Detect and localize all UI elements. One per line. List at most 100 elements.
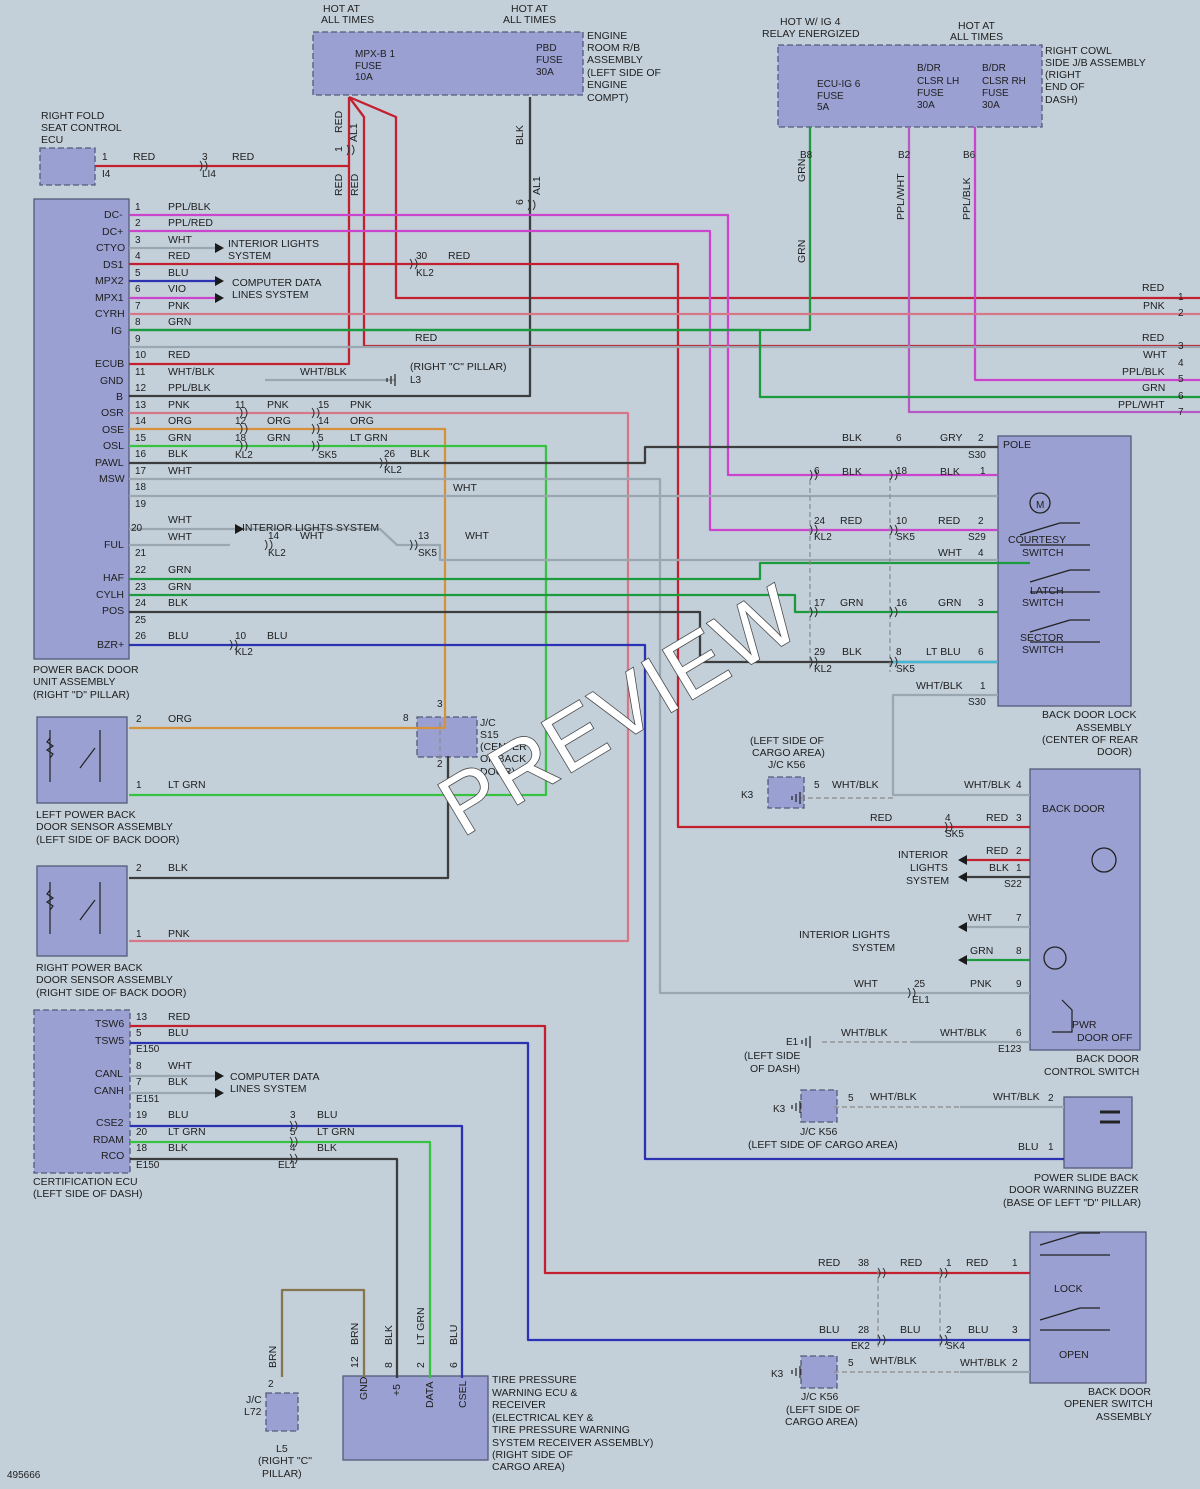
label-t87: 7 (135, 301, 141, 312)
label-t201: WHT (938, 547, 962, 559)
label-t277: WHT (968, 912, 992, 924)
connector-tick-27 (877, 1267, 886, 1279)
ground-icon-1 (791, 792, 801, 804)
label-t313: E151 (136, 1094, 160, 1105)
box-right-fold-seat-ecu (39, 147, 96, 186)
label-t188: 6 (814, 466, 820, 477)
label-t211: 16 (896, 598, 908, 609)
label-t389: CSEL (457, 1380, 469, 1408)
label-t314: COMPUTER DATA (230, 1071, 319, 1083)
label-t182: BLK (842, 432, 862, 444)
label-t47: AL1 (348, 123, 360, 142)
label-t14: ENGINE (587, 30, 627, 42)
label-t367: CARGO AREA) (785, 1416, 858, 1428)
label-t275: INTERIOR LIGHTS (799, 929, 890, 941)
box-tire-pressure-ecu (342, 1375, 489, 1461)
label-t100: 20 (131, 523, 143, 534)
label-t60: DC- (104, 209, 123, 221)
label-t111: BLU (168, 267, 188, 279)
label-t66: CYRH (95, 308, 125, 320)
label-t55: GRN (796, 240, 808, 263)
connector-tick-6 (239, 423, 248, 435)
label-t272: INTERIOR (898, 849, 949, 861)
label-t120: GRN (168, 432, 191, 444)
label-t354: 2 (946, 1325, 952, 1336)
label-t398: 495666 (7, 1470, 41, 1481)
label-t2: HOT AT (511, 3, 549, 15)
label-t132: LINES SYSTEM (232, 289, 308, 301)
label-t307: BLU (168, 1027, 188, 1039)
label-t81: 1 (135, 202, 141, 213)
label-t190: 18 (896, 466, 908, 477)
switch-icon-3 (1039, 1232, 1110, 1256)
wire-green-26 (129, 561, 1030, 581)
label-t6: HOT AT (958, 20, 996, 32)
label-t80: BZR+ (97, 639, 124, 651)
label-t105: 25 (135, 615, 147, 626)
label-t249: PNK (168, 928, 190, 940)
label-t391: WARNING ECU & (492, 1387, 577, 1399)
label-t350: BLU (819, 1324, 839, 1336)
box-power-back-door-unit (33, 198, 130, 660)
label-t373: J/C (246, 1394, 262, 1406)
label-t280: 8 (1016, 946, 1022, 957)
label-t300: CANH (94, 1085, 124, 1097)
connector-tick-18 (809, 606, 818, 618)
label-t126: GRN (168, 581, 191, 593)
wire-purple-7 (973, 127, 1200, 382)
label-t92: 12 (135, 383, 147, 394)
connector-tick-17 (889, 524, 898, 536)
label-t387: +5 (391, 1384, 403, 1396)
label-t164: SK5 (418, 548, 437, 559)
label-t24: CLSR LH (917, 76, 959, 87)
label-t8: MPX-B 1 (355, 49, 395, 60)
label-t267: RED (986, 845, 1009, 857)
label-t98: 18 (135, 482, 147, 493)
label-t45: RED (333, 110, 345, 133)
label-t101: 21 (135, 548, 147, 559)
label-t34: END OF (1045, 81, 1085, 93)
wire-lt-green-38 (130, 1140, 432, 1378)
label-t32: SIDE J/B ASSEMBLY (1045, 57, 1146, 69)
label-t91: 11 (135, 367, 146, 378)
connector-tick-28 (939, 1267, 948, 1279)
label-t68: ECUB (95, 358, 124, 370)
label-t345: 38 (858, 1258, 870, 1269)
ground-icon-2 (791, 1101, 801, 1113)
connector-tick-26 (289, 1153, 298, 1165)
label-t38: ECU (41, 134, 63, 146)
label-t158: INTERIOR LIGHTS SYSTEM (242, 522, 379, 534)
label-t174: PPL/WHT (1118, 399, 1165, 411)
wire-blue-37 (130, 1124, 464, 1378)
label-t366: (LEFT SIDE OF (786, 1404, 860, 1416)
label-t315: LINES SYSTEM (230, 1083, 306, 1095)
label-t352: EK2 (851, 1341, 870, 1352)
label-t355: SK4 (946, 1341, 965, 1352)
connector-tick-12 (409, 539, 418, 551)
label-t0: HOT AT (323, 3, 361, 15)
label-t301: CSE2 (96, 1117, 124, 1129)
label-t265: RED (986, 812, 1009, 824)
label-t19: COMPT) (587, 92, 628, 104)
label-t392: RECEIVER (492, 1399, 546, 1411)
label-t115: RED (168, 349, 191, 361)
label-t343: (BASE OF LEFT "D" PILLAR) (1003, 1197, 1141, 1209)
label-t230: (RIGHT "D" PILLAR) (33, 689, 130, 701)
label-t13: 30A (536, 67, 554, 78)
label-t335: WHT/BLK (993, 1091, 1040, 1103)
wire-white-wire-25 (129, 527, 998, 562)
label-t61: DC+ (102, 226, 123, 238)
label-t236: 3 (437, 699, 443, 710)
label-t133: 30 (416, 251, 428, 262)
label-t67: IG (111, 325, 122, 337)
label-t135: KL2 (416, 268, 434, 279)
label-t370: ASSEMBLY (1096, 1411, 1152, 1423)
label-t131: COMPUTER DATA (232, 277, 321, 289)
label-t214: 29 (814, 647, 826, 658)
label-t329: EL1 (278, 1160, 296, 1171)
label-t377: PILLAR) (262, 1468, 302, 1480)
label-t215: BLK (842, 646, 862, 658)
label-t399: M (1036, 500, 1044, 511)
